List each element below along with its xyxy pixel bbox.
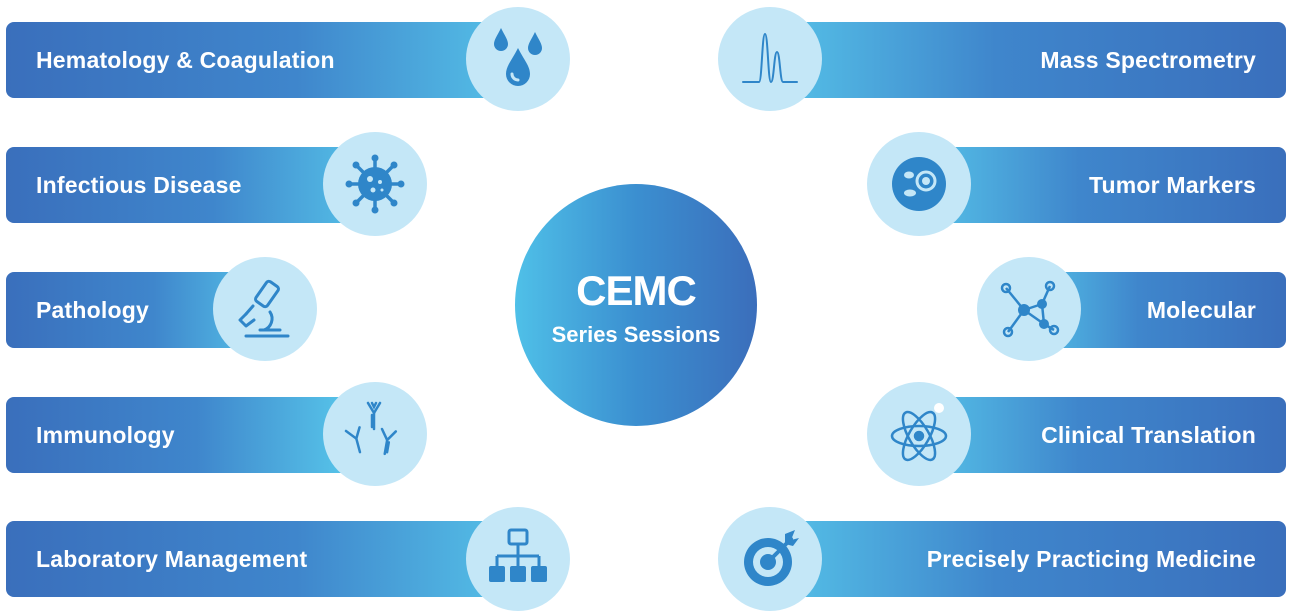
topic-clinical-translation: Clinical Translation — [910, 397, 1286, 473]
cell-icon — [867, 132, 971, 236]
target-icon — [718, 507, 822, 611]
topic-tumor-markers: Tumor Markers — [910, 147, 1286, 223]
molecule-network-icon — [977, 257, 1081, 361]
blood-drops-icon — [466, 7, 570, 111]
topic-hematology-coagulation: Hematology & Coagulation — [6, 22, 534, 98]
topic-label: Laboratory Management — [36, 545, 308, 572]
topic-precisely-practicing-medicine: Precisely Practicing Medicine — [758, 521, 1286, 597]
topic-label: Clinical Translation — [1041, 421, 1256, 448]
topic-label: Immunology — [36, 421, 175, 448]
topic-label: Mass Spectrometry — [1040, 46, 1256, 73]
topic-laboratory-management: Laboratory Management — [6, 521, 534, 597]
topic-label: Pathology — [36, 296, 149, 323]
center-title: CEMC — [576, 267, 697, 314]
topic-infectious-disease: Infectious Disease — [6, 147, 382, 223]
center-subtitle: Series Sessions — [551, 322, 721, 347]
microscope-icon — [213, 257, 317, 361]
atom-icon — [867, 382, 971, 486]
antibody-icon — [323, 382, 427, 486]
virus-icon — [323, 132, 427, 236]
topic-label: Precisely Practicing Medicine — [926, 545, 1256, 572]
topic-mass-spectrometry: Mass Spectrometry — [758, 22, 1286, 98]
topic-label: Hematology & Coagulation — [36, 46, 335, 73]
topic-immunology: Immunology — [6, 397, 352, 473]
topic-label: Infectious Disease — [36, 171, 242, 198]
spectrum-peaks-icon — [718, 7, 822, 111]
topic-label: Molecular — [1146, 296, 1256, 323]
topic-label: Tumor Markers — [1088, 171, 1256, 198]
org-chart-icon — [466, 507, 570, 611]
center-hub: CEMC Series Sessions — [515, 184, 757, 426]
